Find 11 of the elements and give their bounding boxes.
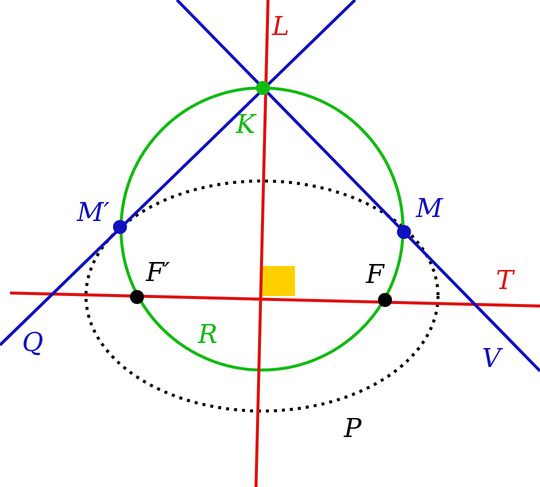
point-label: R xyxy=(198,322,218,348)
point-label: P xyxy=(344,416,362,442)
point-label: V xyxy=(482,346,501,372)
point-label: M′ xyxy=(77,200,110,226)
point-label: M xyxy=(416,196,443,222)
point-label: K xyxy=(236,112,256,138)
point-label: T xyxy=(496,268,514,294)
point-label: Q xyxy=(22,330,44,356)
point-label: F′ xyxy=(146,260,170,286)
point-label: L xyxy=(272,14,290,40)
point-label: F xyxy=(366,262,384,288)
